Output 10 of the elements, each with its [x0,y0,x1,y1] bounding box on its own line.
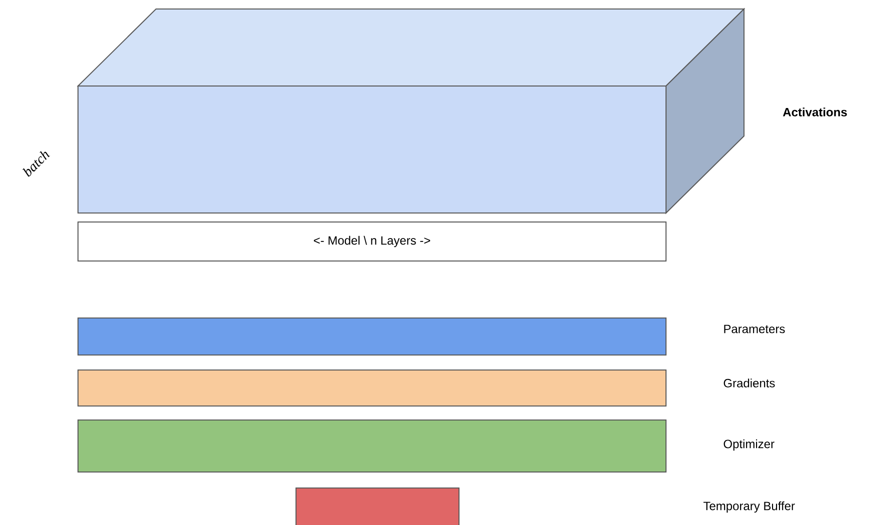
memory-bar [78,318,666,356]
memory-bar [296,488,460,525]
bar-label: Gradients [724,378,775,388]
side-label: Activations [782,108,847,116]
bar-label: Temporary Buffer [703,501,795,513]
memory-bar [78,420,666,472]
bar-label: Parameters [724,324,785,334]
layer-bar: <- Model \ n Layers -> [78,222,666,262]
memory-bar [78,370,666,406]
bar-label: Optimizer [724,439,774,451]
